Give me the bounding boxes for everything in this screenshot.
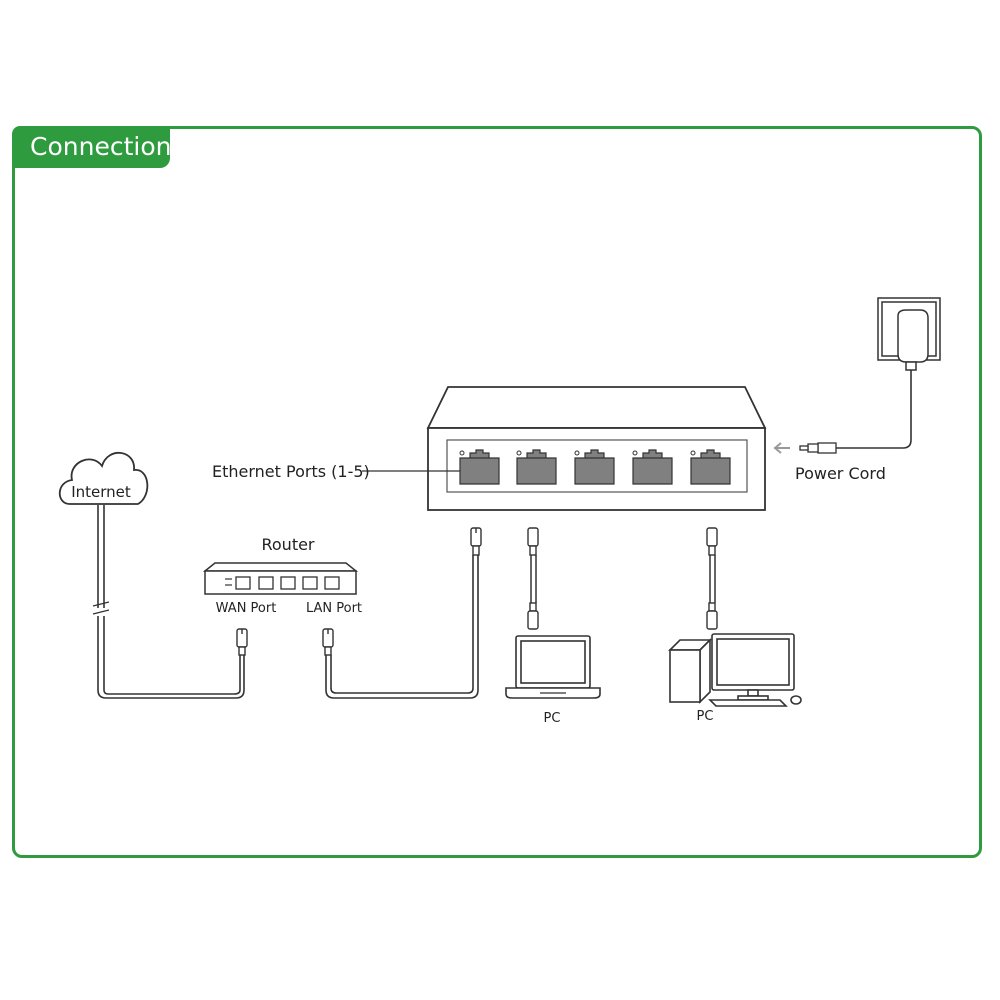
router-label: Router [261, 535, 314, 554]
ethernet-port-2-icon [516, 449, 557, 485]
desktop-cable [709, 555, 716, 603]
wan-cable [92, 505, 245, 699]
router-device [202, 562, 359, 595]
laptop-cable [530, 555, 537, 603]
wan-plug-icon [236, 628, 248, 656]
desktop-pc-label: PC [697, 709, 714, 724]
switch-device [426, 386, 767, 511]
internet-cloud-icon [58, 451, 149, 505]
section-title-tab: Connection [12, 126, 171, 168]
power-plug-icon [799, 442, 837, 454]
wan-port-label: WAN Port [216, 601, 277, 616]
laptop-pc-label: PC [544, 711, 561, 726]
connection-panel [12, 126, 982, 858]
lan-plug-icon [322, 628, 334, 656]
switch-plug-5-icon [706, 527, 718, 556]
ethernet-port-4-icon [632, 449, 673, 485]
power-adapter-icon [877, 297, 941, 371]
power-cord-wire [836, 370, 912, 449]
ethernet-port-1-icon [459, 449, 500, 485]
ethernet-ports-label: Ethernet Ports (1-5) [212, 462, 370, 481]
laptop-plug-icon [527, 602, 539, 630]
internet-label: Internet [71, 483, 131, 501]
lan-port-label: LAN Port [306, 601, 362, 616]
ethernet-port-3-icon [574, 449, 615, 485]
power-cord-label: Power Cord [795, 464, 886, 483]
desktop-plug-icon [706, 602, 718, 630]
desktop-pc-icon [668, 633, 802, 707]
ethernet-port-5-icon [690, 449, 731, 485]
switch-plug-2-icon [527, 527, 539, 556]
arrow-left-icon [773, 442, 790, 454]
lan-cable [325, 555, 479, 699]
laptop-icon [505, 635, 601, 699]
switch-plug-1-icon [470, 527, 482, 556]
